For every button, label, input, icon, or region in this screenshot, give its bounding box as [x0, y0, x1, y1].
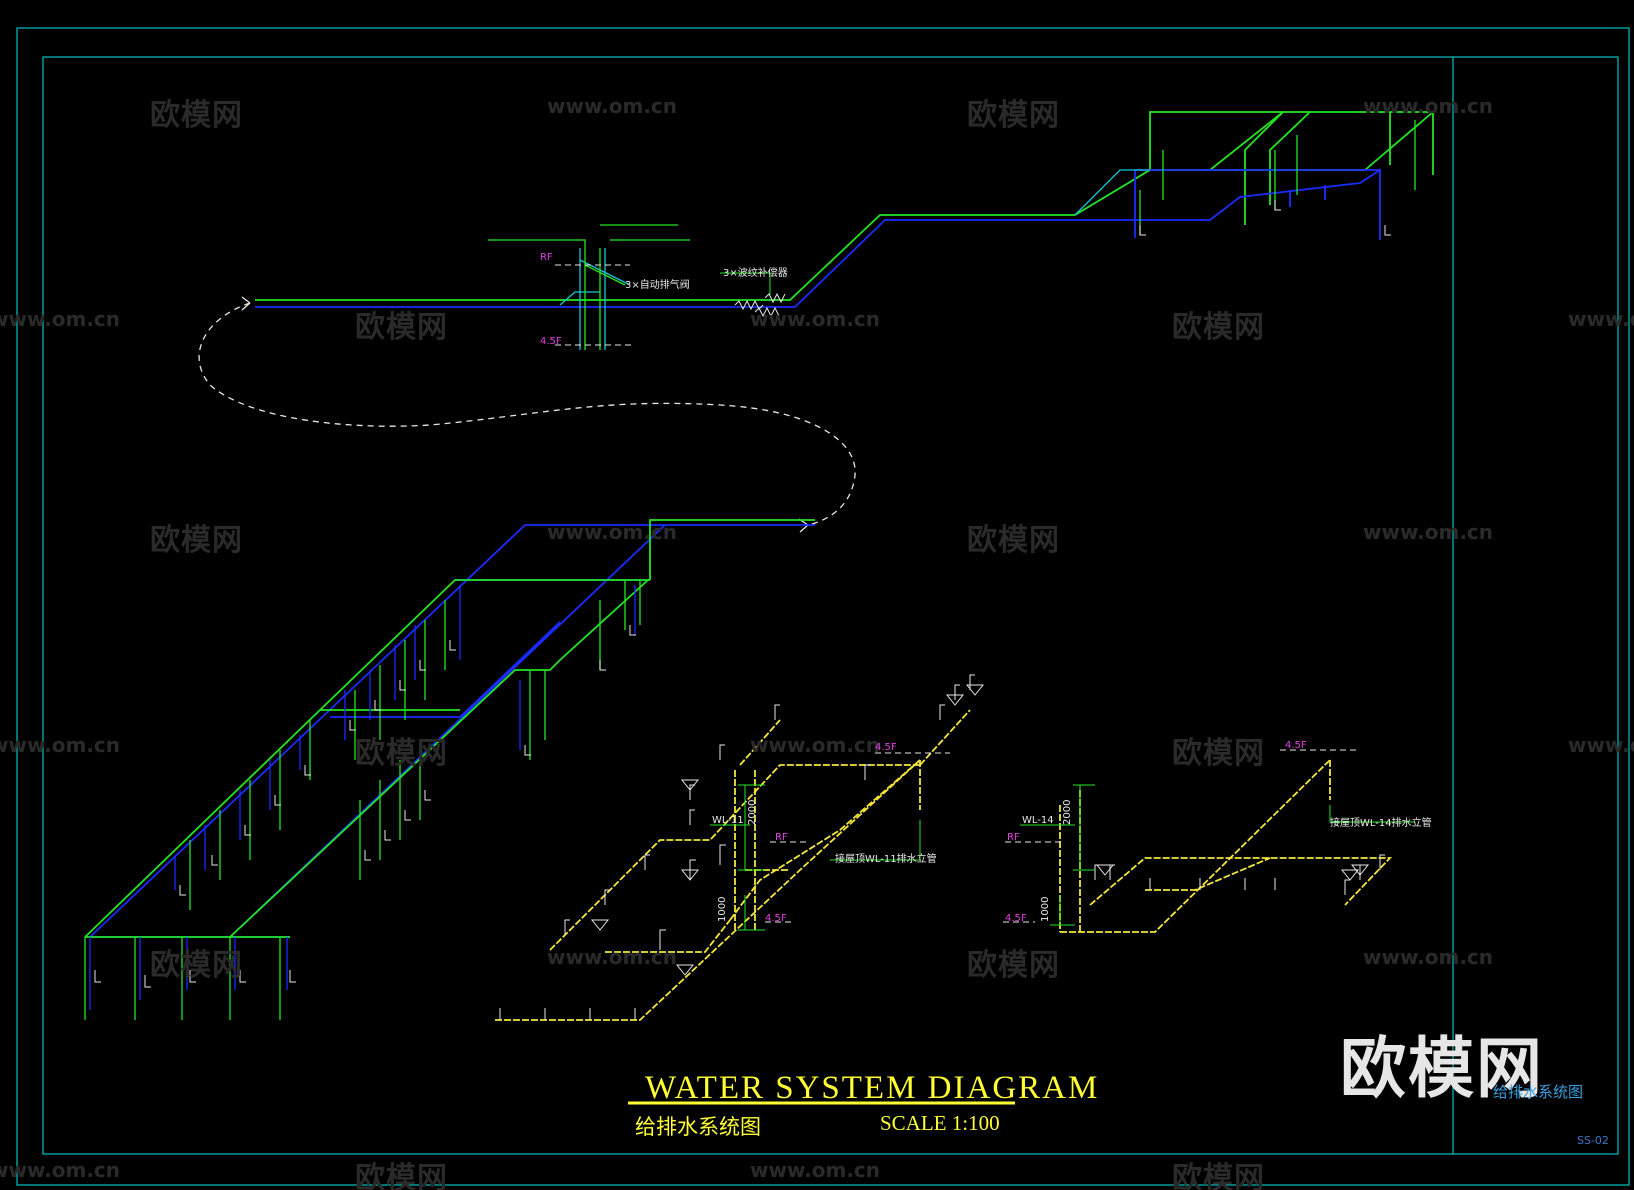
level-label-rf: RF — [1007, 832, 1020, 843]
drain-system-wl11 — [495, 709, 971, 1021]
drawing-frame — [16, 27, 1630, 1186]
drawing-subtitle: 给排水系统图 — [635, 1115, 761, 1139]
level-label-45f: 4.5F — [1285, 740, 1307, 751]
wl14-note: 接屋顶WL-14排水立管 — [1330, 818, 1432, 829]
level-label-rf: RF — [540, 252, 553, 263]
drain-fixtures-wl14 — [1094, 854, 1385, 895]
sheet-number: SS-02 — [1577, 1134, 1609, 1147]
expansion-joint-label: 3×波纹补偿器 — [723, 268, 788, 279]
drawing-title: WATER SYSTEM DIAGRAM — [645, 1070, 1100, 1106]
dimension-2000: 2000 — [747, 799, 758, 825]
level-label-45f: 4.5F — [875, 742, 897, 753]
break-line — [198, 296, 856, 533]
wl11-note: 接屋顶WL-11排水立管 — [835, 854, 937, 865]
level-label-45f: 4.5F — [765, 913, 787, 924]
drain-fixtures-wl11 — [499, 674, 985, 1020]
upper-supply-system — [255, 111, 1434, 350]
riser-label-wl14: WL-14 — [1022, 815, 1054, 826]
dimension-1000: 1000 — [1040, 896, 1051, 922]
air-valve-label: 3×自动排气阀 — [625, 280, 690, 291]
lower-left-supply-system — [84, 200, 1391, 1020]
dimension-1000: 1000 — [717, 896, 728, 922]
dimension-lines — [710, 784, 1415, 931]
drawing-scale: SCALE 1:100 — [880, 1111, 1000, 1135]
level-markers-lower — [765, 749, 1360, 923]
brand-logo: 欧模网 — [1340, 1030, 1544, 1107]
riser-label-wl11: WL-11 — [712, 815, 744, 826]
level-markers-upper — [555, 264, 635, 346]
dimension-2000: 2000 — [1062, 799, 1073, 825]
level-label-45f: 4.5F — [1005, 913, 1027, 924]
sheet-name: 给排水系统图 — [1493, 1083, 1584, 1101]
drain-system-wl14 — [1059, 759, 1393, 933]
level-label-rf: RF — [775, 832, 788, 843]
level-label-45f: 4.5F — [540, 336, 562, 347]
